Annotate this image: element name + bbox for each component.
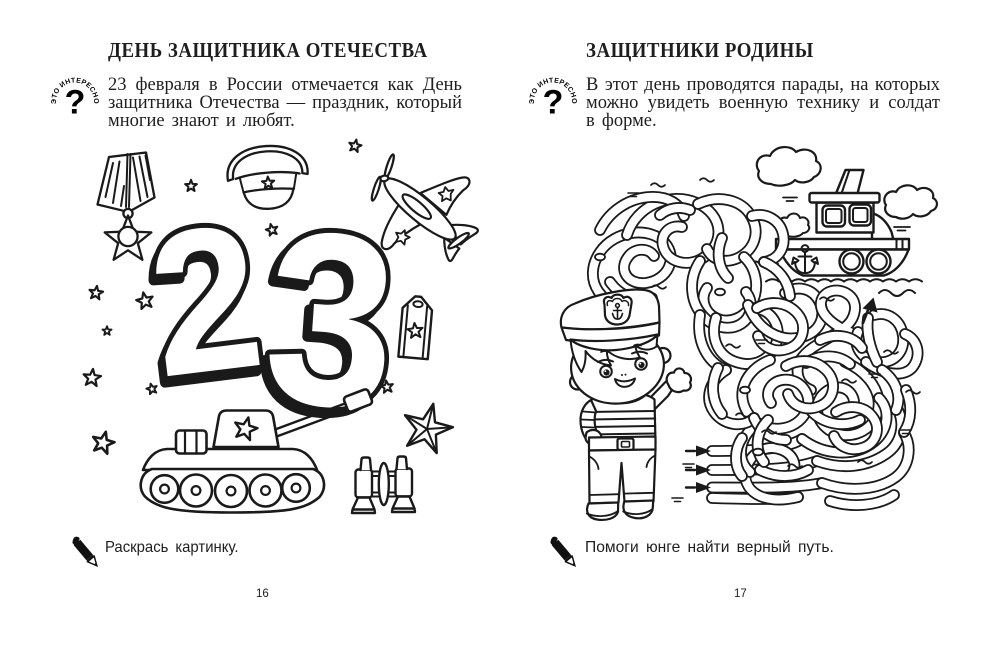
svg-text:2: 2	[139, 181, 273, 421]
svg-text:?: ?	[65, 84, 86, 122]
svg-text:3: 3	[257, 178, 404, 461]
svg-text:?: ?	[543, 84, 564, 122]
